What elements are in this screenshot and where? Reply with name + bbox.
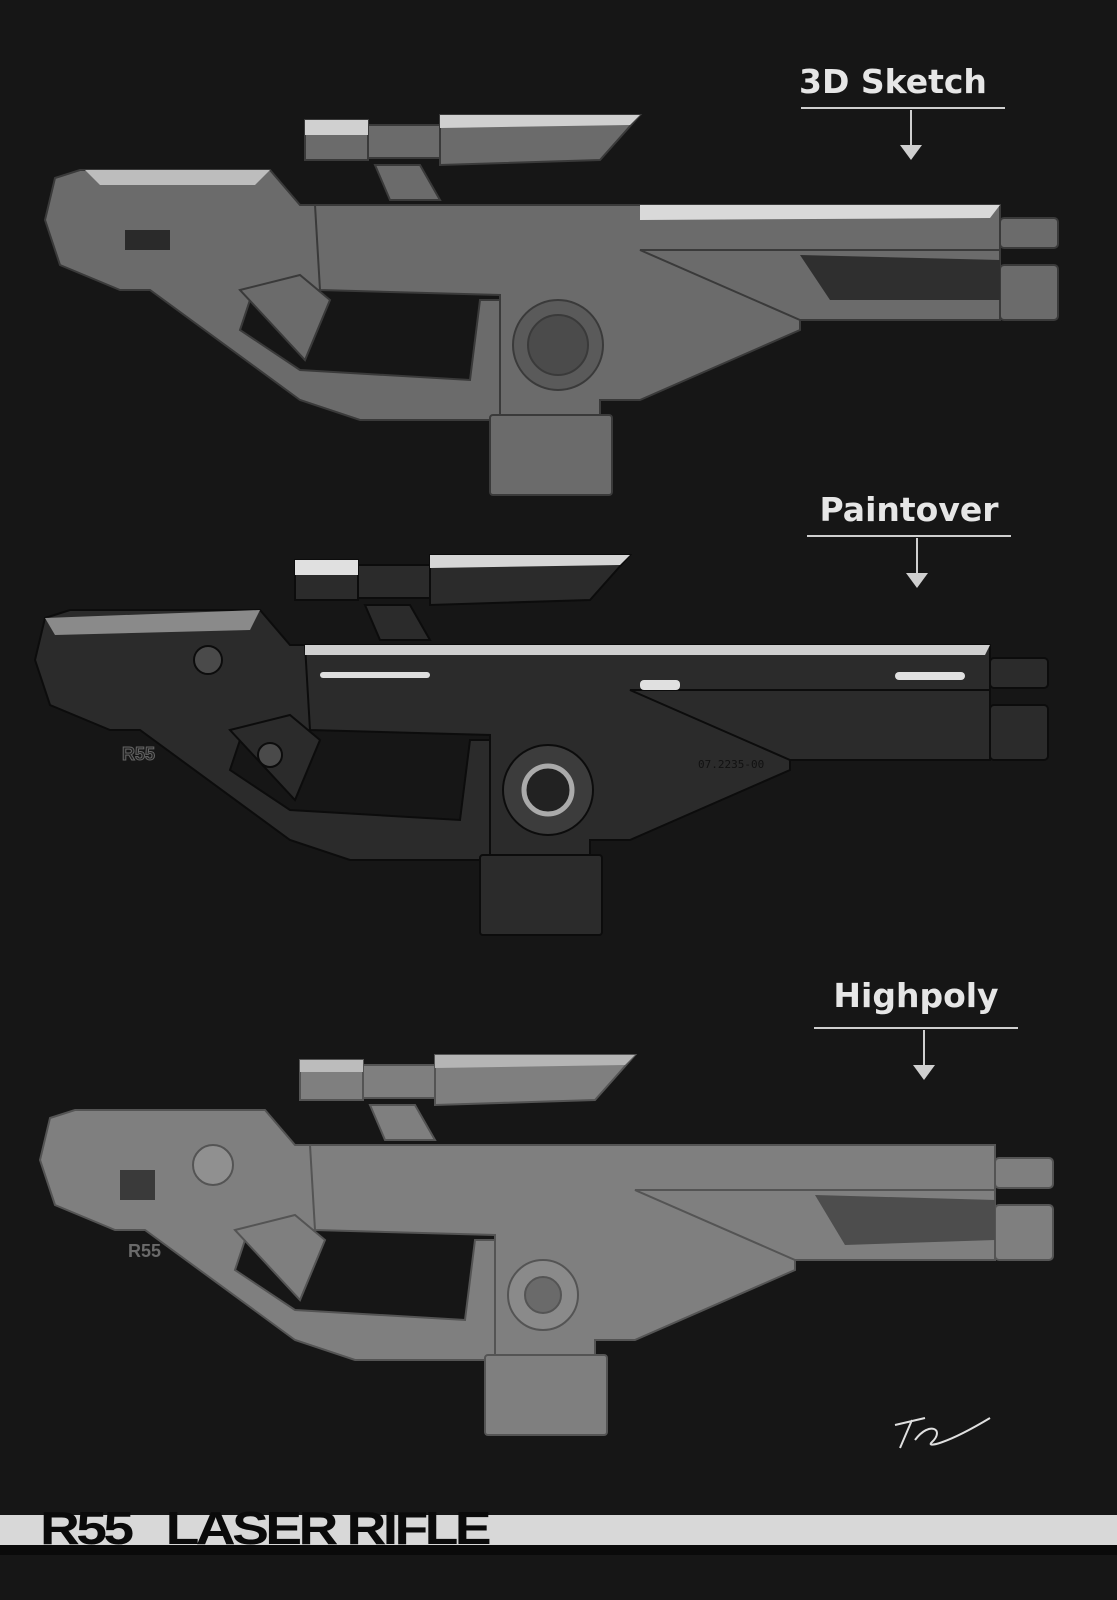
rifle-highpoly [39,1054,1054,1436]
stage-divider [801,107,1005,109]
title-banner [0,1515,1117,1545]
stage-label-paintover: Paintover [819,490,999,529]
stock-engraving-highpoly: R55 [128,1241,161,1261]
bottom-strip [0,1545,1117,1555]
model-name: R55 [40,1502,134,1554]
stage-label-3d-sketch: 3D Sketch [799,62,987,101]
stage-label-highpoly: Highpoly [833,976,999,1015]
rifle-paintover [34,554,1049,936]
weapon-name: LASER RIFLE [165,1502,492,1554]
down-arrow-icon [900,110,922,160]
down-arrow-icon [913,1030,935,1080]
title-banner-text: R55 LASER RIFLE [40,1502,492,1554]
down-arrow-icon [906,538,928,588]
stage-divider [807,535,1011,537]
artist-signature [894,1417,991,1449]
stock-engraving: R55 [122,744,155,764]
rifle-3d-sketch [44,114,1059,496]
stage-divider [814,1027,1018,1029]
serial-number: 07.2235-00 [698,758,765,771]
